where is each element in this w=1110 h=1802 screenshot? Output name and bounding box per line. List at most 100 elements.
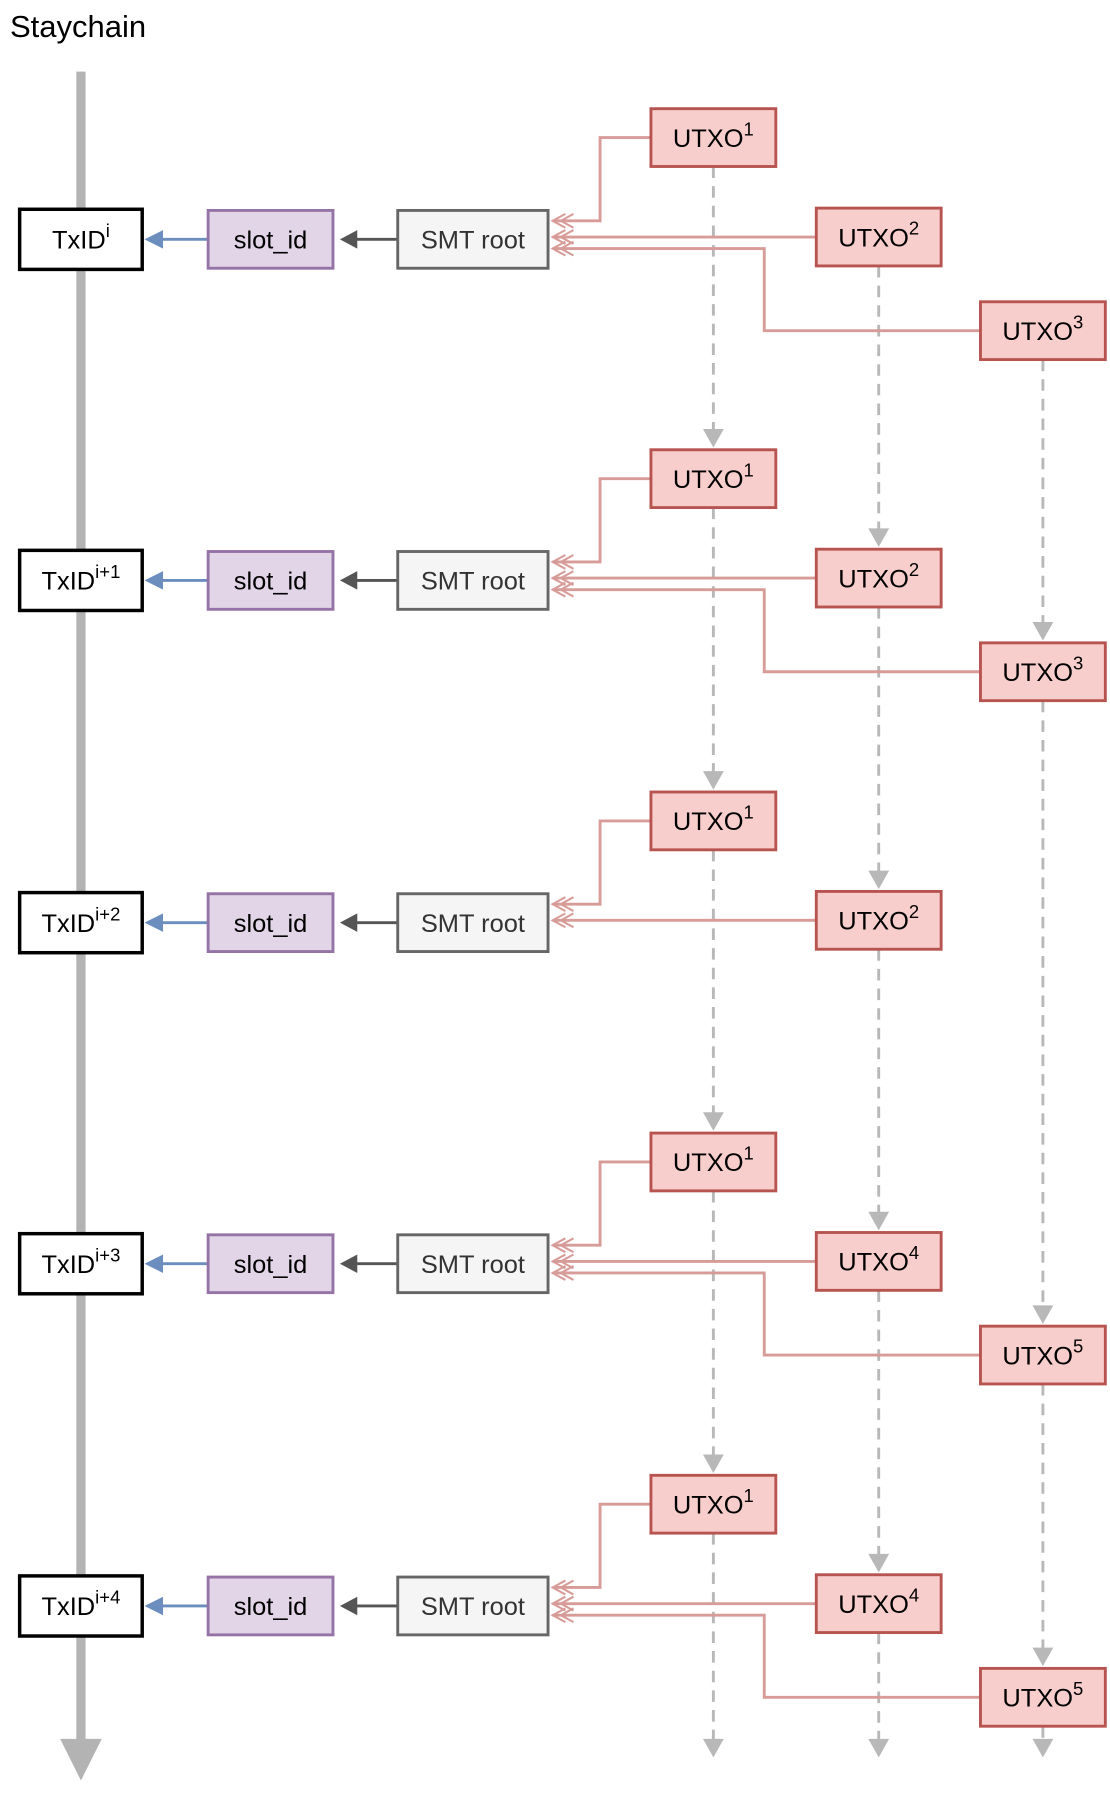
utxo-link-line xyxy=(552,247,981,333)
smt-to-slot-arrowhead xyxy=(339,571,358,590)
smt-root-label: SMT root xyxy=(421,910,525,938)
link-arrowhead xyxy=(550,912,566,929)
utxo-box xyxy=(814,206,943,268)
smt-root-label-base: SMT root xyxy=(421,568,525,596)
utxo-label-base: UTXO xyxy=(673,125,744,153)
link-arrowhead xyxy=(550,212,566,229)
utxo-label: UTXO4 xyxy=(838,1584,919,1619)
txid-label: TxIDi+3 xyxy=(42,1244,121,1279)
utxo-link-line xyxy=(552,1613,981,1699)
link-arrowhead xyxy=(550,554,566,570)
utxo-label-base: UTXO xyxy=(1002,1342,1073,1370)
utxo-label: UTXO3 xyxy=(1002,311,1083,346)
utxo-box xyxy=(814,889,943,951)
slot-id-label: slot_id xyxy=(234,227,308,255)
link-arrowhead xyxy=(550,1579,566,1596)
txid-label-base: TxID xyxy=(42,1251,96,1279)
slot-id-label-base: slot_id xyxy=(234,910,308,938)
utxo-label-base: UTXO xyxy=(838,908,909,936)
link-arrowhead xyxy=(550,1237,566,1254)
link-arrowhead xyxy=(558,570,574,586)
txid-label-superscript: i+1 xyxy=(95,561,120,582)
utxo-label: UTXO3 xyxy=(1002,652,1083,687)
dashed-connector-arrowhead xyxy=(868,1211,890,1231)
link-arrowhead xyxy=(550,1607,566,1624)
utxo-label: UTXO5 xyxy=(1002,1678,1083,1713)
txid-label-superscript: i+2 xyxy=(95,903,120,924)
utxo-link-line xyxy=(552,136,651,223)
slot-to-txid-arrowhead xyxy=(144,1254,164,1273)
dashed-connector-arrowhead xyxy=(1032,1738,1054,1758)
utxo-box xyxy=(649,107,778,168)
utxo-box xyxy=(979,1324,1107,1386)
utxo-label-superscript: 4 xyxy=(909,1242,919,1263)
utxo-box xyxy=(649,448,778,510)
link-arrowhead xyxy=(550,581,566,598)
utxo-link-line xyxy=(552,1502,651,1589)
smt-root-box xyxy=(396,550,550,611)
utxo-label-superscript: 1 xyxy=(744,802,754,823)
utxo-label-base: UTXO xyxy=(1002,659,1073,687)
slot-to-txid-arrowhead xyxy=(144,913,164,932)
utxo-box xyxy=(979,641,1107,703)
utxo-label-superscript: 1 xyxy=(744,459,754,480)
txid-label: TxIDi+1 xyxy=(42,561,121,596)
slot-id-box xyxy=(206,550,335,611)
smt-root-label: SMT root xyxy=(421,227,525,255)
utxo-label-base: UTXO xyxy=(673,466,744,494)
utxo-label-superscript: 2 xyxy=(909,559,919,580)
utxo-link-line xyxy=(552,588,981,674)
utxo-label-base: UTXO xyxy=(838,565,909,593)
utxo-label: UTXO1 xyxy=(673,459,754,494)
smt-root-label-base: SMT root xyxy=(421,227,525,255)
txid-label-superscript: i+3 xyxy=(95,1244,120,1265)
link-arrowhead xyxy=(558,229,574,245)
link-arrowhead xyxy=(558,896,574,912)
link-arrowhead xyxy=(558,1579,574,1596)
dashed-connector-arrowhead xyxy=(702,1454,724,1473)
utxo-label: UTXO2 xyxy=(838,559,919,594)
slot-to-txid-arrowhead xyxy=(144,1596,164,1616)
utxo-box xyxy=(979,300,1107,362)
utxo-link-line xyxy=(552,819,651,906)
link-arrowhead xyxy=(550,229,566,245)
txid-label: TxIDi+2 xyxy=(42,903,121,938)
link-arrowhead xyxy=(558,212,574,229)
dashed-connector-arrowhead xyxy=(1032,1305,1054,1324)
slot-id-label: slot_id xyxy=(234,568,308,596)
link-arrowhead xyxy=(558,554,574,570)
staychain-arrowhead xyxy=(60,1738,102,1781)
smt-root-box xyxy=(396,892,550,953)
utxo-label-superscript: 2 xyxy=(909,901,919,922)
slot-id-box xyxy=(206,208,335,270)
smt-root-label: SMT root xyxy=(421,568,525,596)
slot-id-label-base: slot_id xyxy=(234,1251,308,1279)
utxo-label: UTXO1 xyxy=(673,802,754,837)
utxo-label-superscript: 1 xyxy=(744,1485,754,1506)
utxo-label-base: UTXO xyxy=(838,1591,909,1619)
slot-id-label-base: slot_id xyxy=(234,227,308,255)
link-arrowhead xyxy=(550,240,566,257)
utxo-box xyxy=(649,790,778,852)
smt-root-label-base: SMT root xyxy=(421,1593,525,1621)
txid-box xyxy=(17,207,144,272)
slot-id-box xyxy=(206,1233,335,1295)
utxo-label-superscript: 3 xyxy=(1073,311,1083,332)
utxo-label-superscript: 2 xyxy=(909,218,919,239)
txid-label: TxIDi+4 xyxy=(42,1587,121,1622)
utxo-label: UTXO4 xyxy=(838,1242,919,1277)
link-arrowhead xyxy=(558,1265,574,1281)
utxo-label-base: UTXO xyxy=(1002,1685,1073,1713)
link-arrowhead xyxy=(558,581,574,598)
dashed-connector-arrowhead xyxy=(868,870,890,890)
utxo-label-superscript: 5 xyxy=(1073,1336,1083,1357)
smt-root-box xyxy=(396,1233,550,1295)
link-arrowhead xyxy=(558,1237,574,1254)
utxo-box xyxy=(649,1131,778,1193)
txid-label-base: TxID xyxy=(42,1593,96,1621)
txid-label-base: TxID xyxy=(42,910,96,938)
link-arrowhead xyxy=(550,896,566,912)
smt-root-label: SMT root xyxy=(421,1593,525,1621)
